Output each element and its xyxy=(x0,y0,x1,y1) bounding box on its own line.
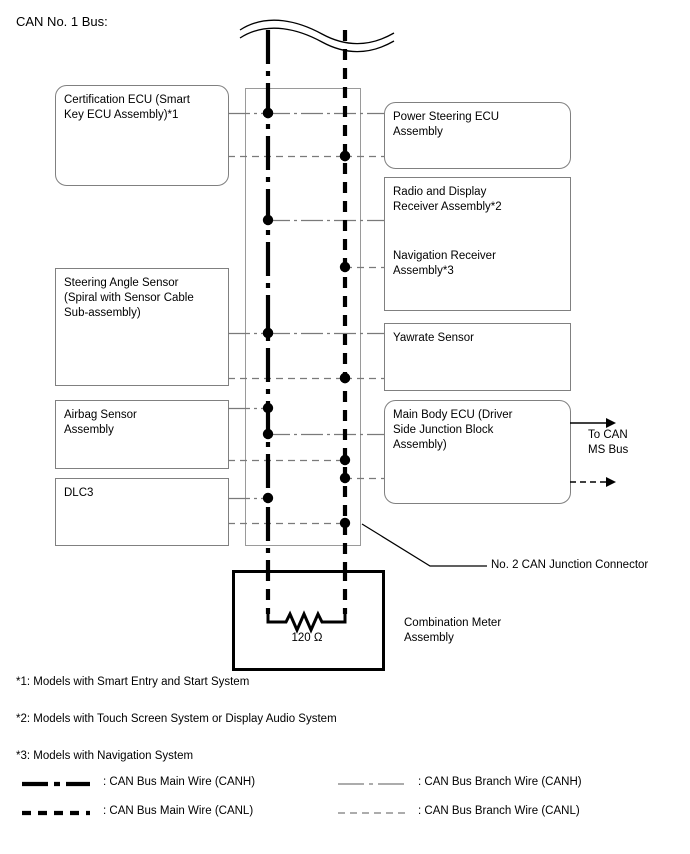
left-dlc3-box[interactable] xyxy=(55,478,229,546)
legend-canl-branch-text: : CAN Bus Branch Wire (CANL) xyxy=(418,805,580,817)
junction-dot-canh-14 xyxy=(262,492,274,504)
combination-meter-box[interactable] xyxy=(232,570,385,671)
right-radio-navigation-receiver-label: Radio and Display Receiver Assembly*2 xyxy=(393,186,502,213)
right-main-body-ecu-label: Main Body ECU (Driver Side Junction Bloc… xyxy=(393,409,513,451)
legend-canl-main-text: : CAN Bus Main Wire (CANL) xyxy=(103,805,254,817)
to-can-ms-bus-arrow-canl-head xyxy=(606,477,616,487)
junction-connector-leader xyxy=(361,523,487,567)
junction-dot-canl-9 xyxy=(339,372,351,384)
to-can-ms-bus-label: To CAN MS Bus xyxy=(588,429,629,456)
junction-connector-label: No. 2 CAN Junction Connector xyxy=(491,559,649,571)
right-power-steering-ecu-label: Power Steering ECU Assembly xyxy=(393,111,500,138)
junction-dot-canl-5 xyxy=(339,261,351,273)
page-title: CAN No. 1 Bus: xyxy=(16,14,108,29)
right-yawrate-sensor-box[interactable] xyxy=(384,323,571,391)
junction-dot-canh-11 xyxy=(262,428,274,440)
junction-dot-canl-12 xyxy=(339,454,351,466)
junction-dot-canl-15 xyxy=(339,517,351,529)
junction-dot-canl-3 xyxy=(339,150,351,162)
combination-meter-label: Combination Meter Assembly xyxy=(404,617,502,644)
junction-dot-canh-4 xyxy=(262,214,274,226)
junction-dot-canh-10 xyxy=(262,402,274,414)
junction-dot-canl-13 xyxy=(339,472,351,484)
resistor-value-label: 120 Ω xyxy=(291,632,323,644)
left-certification-ecu-box[interactable] xyxy=(55,85,229,186)
junction-connector-outline xyxy=(245,88,361,546)
legend-canh-branch-text: : CAN Bus Branch Wire (CANH) xyxy=(418,776,582,788)
left-steering-angle-sensor-box[interactable] xyxy=(55,268,229,386)
right-power-steering-ecu-box[interactable] xyxy=(384,102,571,169)
right-yawrate-sensor-label: Yawrate Sensor xyxy=(393,332,474,344)
right-radio-navigation-receiver-box[interactable] xyxy=(384,177,571,311)
junction-dot-canh-7 xyxy=(262,327,274,339)
break-line-lower xyxy=(239,27,395,53)
footnote-3: *3: Models with Navigation System xyxy=(16,750,194,762)
terminating-resistor xyxy=(266,610,347,634)
junction-dot-canh-2 xyxy=(262,107,274,119)
right-main-body-ecu-box[interactable] xyxy=(384,400,571,504)
left-steering-angle-sensor-label: Steering Angle Sensor (Spiral with Senso… xyxy=(64,277,194,319)
to-can-ms-bus-arrow-canh-head xyxy=(606,418,616,428)
left-airbag-sensor-assembly-box[interactable] xyxy=(55,400,229,469)
footnote-2: *2: Models with Touch Screen System or D… xyxy=(16,713,337,725)
right-radio-navigation-receiver-label-2: Navigation Receiver Assembly*3 xyxy=(393,250,496,277)
left-airbag-sensor-assembly-label: Airbag Sensor Assembly xyxy=(64,409,137,436)
legend-canh-main-text: : CAN Bus Main Wire (CANH) xyxy=(103,776,256,788)
left-dlc3-label: DLC3 xyxy=(64,487,94,499)
footnote-1: *1: Models with Smart Entry and Start Sy… xyxy=(16,676,250,688)
break-line-upper xyxy=(239,19,395,45)
left-certification-ecu-label: Certification ECU (Smart Key ECU Assembl… xyxy=(64,94,190,121)
